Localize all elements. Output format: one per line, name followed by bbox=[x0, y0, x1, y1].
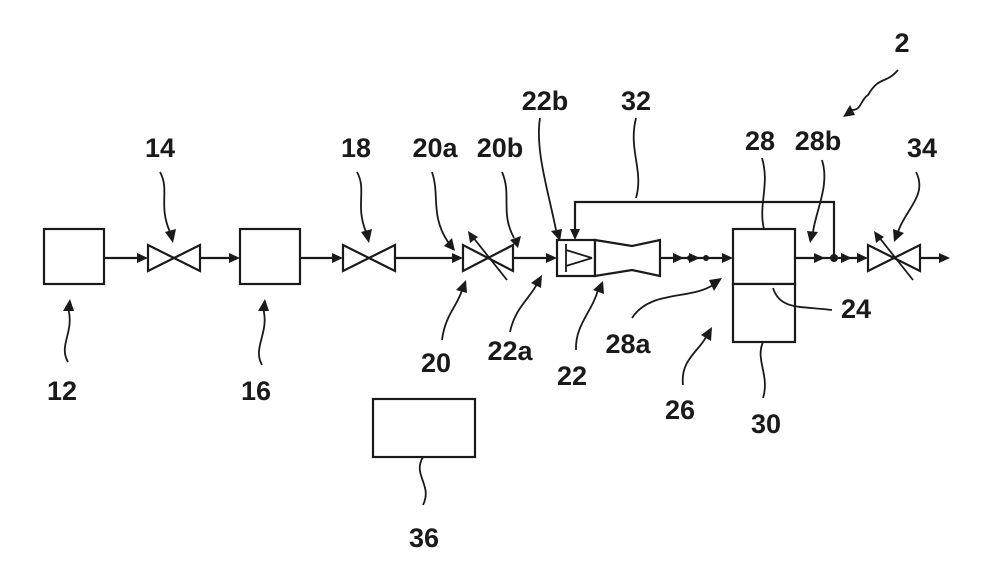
label-system: 2 bbox=[894, 28, 909, 58]
label-component-36: 36 bbox=[409, 523, 439, 553]
leader-2-arrowhead bbox=[843, 105, 855, 117]
leader-16-arrowhead bbox=[258, 299, 269, 311]
leader-28 bbox=[762, 158, 765, 229]
outlet-arrowhead bbox=[939, 253, 950, 263]
leader-20b bbox=[502, 172, 514, 238]
leader-22 bbox=[576, 290, 598, 350]
valve-14-icon bbox=[148, 245, 200, 271]
source-box bbox=[44, 229, 104, 284]
component-28-box bbox=[733, 229, 795, 284]
leader-22a bbox=[510, 284, 537, 332]
label-valve-14: 14 bbox=[145, 133, 175, 163]
leader-14 bbox=[160, 172, 170, 232]
leader-28b bbox=[813, 160, 824, 232]
leader-12-arrowhead bbox=[63, 299, 74, 311]
valve-20-icon bbox=[463, 231, 513, 280]
label-ejector-inlet: 22a bbox=[487, 336, 533, 366]
leader-14-arrowhead bbox=[165, 229, 176, 243]
leader-18-arrowhead bbox=[361, 229, 372, 243]
arrowhead-line-26-b bbox=[689, 253, 700, 263]
label-valve-34: 34 bbox=[907, 133, 937, 163]
leader-20a bbox=[432, 172, 448, 242]
arrowhead-into-20 bbox=[452, 253, 463, 263]
arrowhead-into-18 bbox=[332, 253, 343, 263]
valve-18-icon bbox=[343, 245, 395, 271]
arrowhead-into-34 bbox=[857, 253, 868, 263]
leader-32 bbox=[634, 118, 639, 198]
leader-20 bbox=[442, 290, 462, 340]
component-36-box bbox=[373, 399, 475, 457]
leader-12 bbox=[65, 308, 70, 362]
label-valve-18: 18 bbox=[341, 133, 371, 163]
label-valve-20-inlet: 20a bbox=[412, 133, 458, 163]
label-component-16: 16 bbox=[241, 376, 271, 406]
label-valve-20-outlet: 20b bbox=[477, 133, 524, 163]
component-30-box bbox=[733, 284, 795, 342]
recirculation-arrowhead bbox=[570, 229, 580, 240]
leader-28b-arrowhead bbox=[807, 231, 818, 243]
junction-dot-b bbox=[703, 255, 709, 261]
leader-26 bbox=[683, 337, 706, 385]
leader-22-arrowhead bbox=[593, 281, 604, 294]
arrowhead-line-after-junction bbox=[841, 253, 852, 263]
leader-2 bbox=[852, 70, 898, 110]
leader-26-arrowhead bbox=[701, 327, 712, 341]
arrowhead-into-16 bbox=[229, 253, 240, 263]
label-ejector-nozzle: 22b bbox=[522, 86, 569, 116]
label-source: 12 bbox=[47, 376, 77, 406]
label-valve-20: 20 bbox=[421, 348, 451, 378]
leader-36 bbox=[420, 457, 426, 505]
leader-28a-arrowhead bbox=[709, 278, 722, 291]
leader-30 bbox=[761, 342, 765, 398]
label-component-24: 24 bbox=[841, 294, 871, 324]
arrowhead-into-22 bbox=[546, 253, 557, 263]
arrowhead-into-28 bbox=[722, 253, 733, 263]
leader-18 bbox=[357, 172, 366, 232]
leader-28a bbox=[632, 285, 713, 318]
component-16-box bbox=[240, 229, 300, 284]
label-component-28-outlet: 28b bbox=[795, 126, 842, 156]
arrowhead-into-14 bbox=[137, 253, 148, 263]
label-component-28: 28 bbox=[745, 126, 775, 156]
label-component-30: 30 bbox=[751, 409, 781, 439]
arrowhead-out-28 bbox=[814, 253, 825, 263]
ejector-icon bbox=[557, 240, 660, 276]
label-recirculation-line: 32 bbox=[621, 86, 651, 116]
arrowhead-line-26-a bbox=[673, 253, 684, 263]
leader-16 bbox=[259, 308, 265, 365]
label-ejector: 22 bbox=[557, 361, 587, 391]
leader-22b bbox=[539, 118, 556, 230]
label-component-28-inlet: 28a bbox=[605, 329, 651, 359]
label-line-26: 26 bbox=[665, 395, 695, 425]
leader-20-arrowhead bbox=[456, 280, 467, 293]
leader-34 bbox=[898, 172, 919, 232]
